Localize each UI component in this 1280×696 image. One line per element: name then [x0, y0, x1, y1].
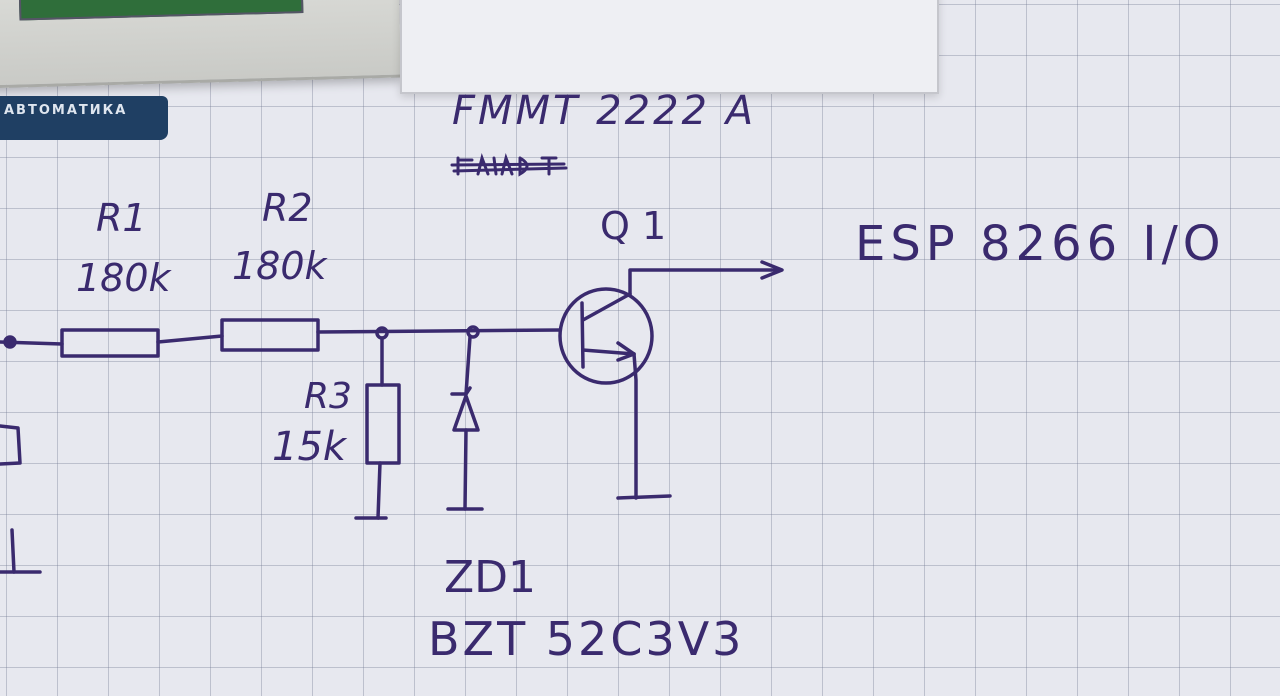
output-label: ESP 8266 I/O [855, 216, 1226, 272]
left-edge-symbol-1 [0, 424, 22, 466]
device-panel [400, 0, 939, 94]
zd1-part: BZT 52C3V3 [428, 612, 745, 666]
node-zd1 [466, 325, 480, 339]
zd1-name: ZD1 [444, 552, 537, 603]
r3-value: 15k [272, 424, 347, 470]
r1-value: 180k [76, 256, 171, 300]
crossed-out-text [450, 152, 568, 177]
ground-q1 [616, 494, 672, 500]
q1-name: Q 1 [600, 204, 667, 248]
transistor-q1-body [558, 287, 654, 385]
transistor-base-bar [580, 301, 585, 369]
resistor-r3 [365, 383, 401, 465]
wire-base [316, 328, 562, 334]
r2-name: R2 [262, 186, 313, 230]
zener-triangle [452, 394, 480, 432]
transistor-emitter [581, 348, 636, 356]
wire-input [0, 340, 64, 346]
transistor-collector [581, 292, 632, 322]
brand-label: АВТОМАТИКА [0, 96, 168, 140]
r1-name: R1 [96, 196, 147, 240]
wire-collector [628, 268, 782, 296]
wire-emitter [632, 352, 638, 500]
part-number-label: FMMT 2222 A [452, 88, 757, 134]
output-arrow [760, 260, 784, 280]
wire-zd1-top [464, 335, 472, 396]
wire-r1-r2 [156, 334, 224, 344]
resistor-r2 [220, 318, 320, 352]
left-edge-symbol-2 [10, 528, 42, 574]
wire-zd1-ground [463, 428, 468, 511]
zener-diode-symbol [450, 386, 472, 396]
r3-name: R3 [304, 376, 352, 417]
resistor-r1 [60, 328, 160, 358]
r2-value: 180k [232, 244, 327, 288]
wire-r3-ground [376, 461, 382, 520]
